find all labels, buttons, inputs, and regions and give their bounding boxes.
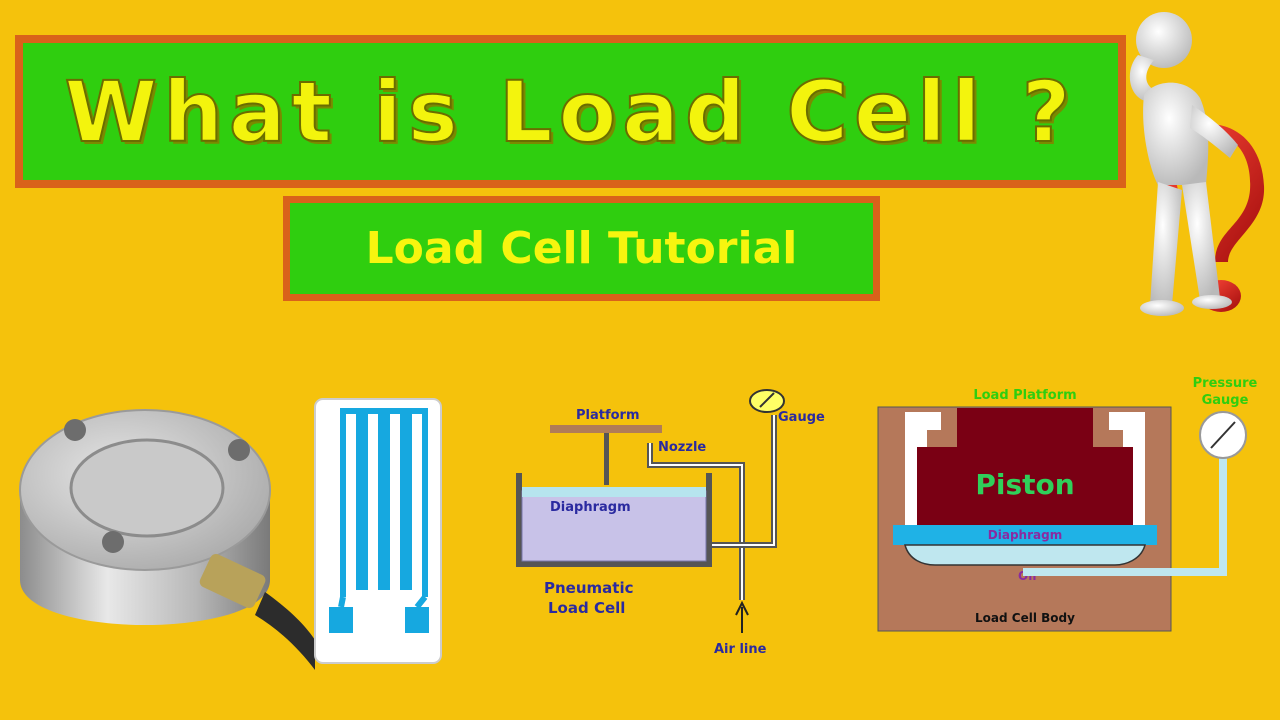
nozzle-label: Nozzle: [658, 440, 706, 455]
page-title: What is Load Cell ?: [63, 62, 1077, 162]
platform-label: Platform: [576, 408, 640, 423]
pneumatic-diagram: Platform Diaphragm Nozzle Gauge Air line…: [516, 389, 825, 657]
load-cell-photo: [19, 409, 315, 670]
piston-label: Piston: [975, 468, 1074, 501]
diaphragm-label: Diaphragm: [550, 500, 631, 515]
air-line-label: Air line: [714, 642, 767, 657]
gauge-label: Gauge: [778, 410, 825, 425]
page-subtitle: Load Cell Tutorial: [365, 223, 798, 274]
diaphragm-label-hydraulic: Diaphragm: [988, 528, 1062, 542]
load-cell-body-label: Load Cell Body: [975, 611, 1075, 625]
load-platform-label: Load Platform: [973, 388, 1076, 403]
hydraulic-diagram: Piston Diaphragm Oil Load Platform Load …: [877, 376, 1258, 632]
title-banner: What is Load Cell ?: [15, 35, 1126, 188]
subtitle-banner: Load Cell Tutorial: [283, 196, 880, 301]
pressure-gauge-label-line1: Pressure: [1193, 376, 1258, 391]
pneumatic-caption-line2: Load Cell: [548, 599, 625, 617]
thinking-figure-icon: [1129, 12, 1265, 316]
pneumatic-caption-line1: Pneumatic: [544, 579, 633, 597]
strain-gauge-icon: [314, 398, 442, 664]
pressure-gauge-label-line2: Gauge: [1202, 393, 1249, 408]
